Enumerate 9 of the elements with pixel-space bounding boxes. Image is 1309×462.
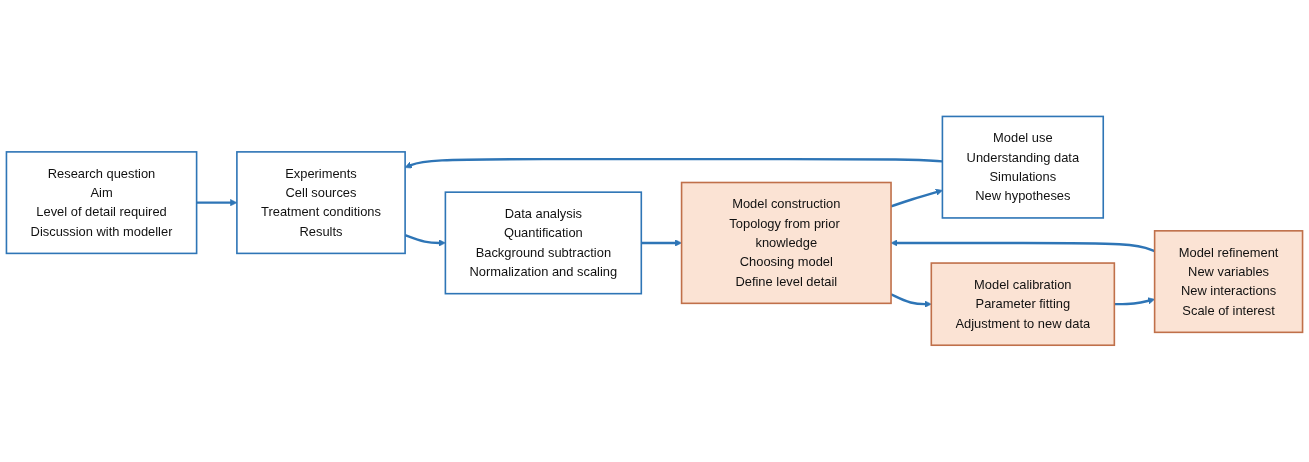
node-box: Model refinement New variables New interactions Scale of interest: [1153, 230, 1304, 334]
arrow: [641, 239, 682, 247]
arrow: [1114, 297, 1155, 306]
node-box: Experiments Cell sources Treatment conditions Results: [236, 151, 406, 255]
node-box: Research question Aim Level of detail required Discussion with modeller: [5, 151, 198, 255]
node-box: Data analysis Quantification Background subtraction Normalization and scaling: [444, 191, 643, 295]
node-box: Model use Understanding data Simulations New hypotheses: [941, 115, 1105, 219]
node-box: Model construction Topology from prior knowledge Choosing model Define level detail: [680, 181, 892, 305]
node-box: Model calibration Parameter fitting Adjustment to new data: [930, 262, 1116, 347]
